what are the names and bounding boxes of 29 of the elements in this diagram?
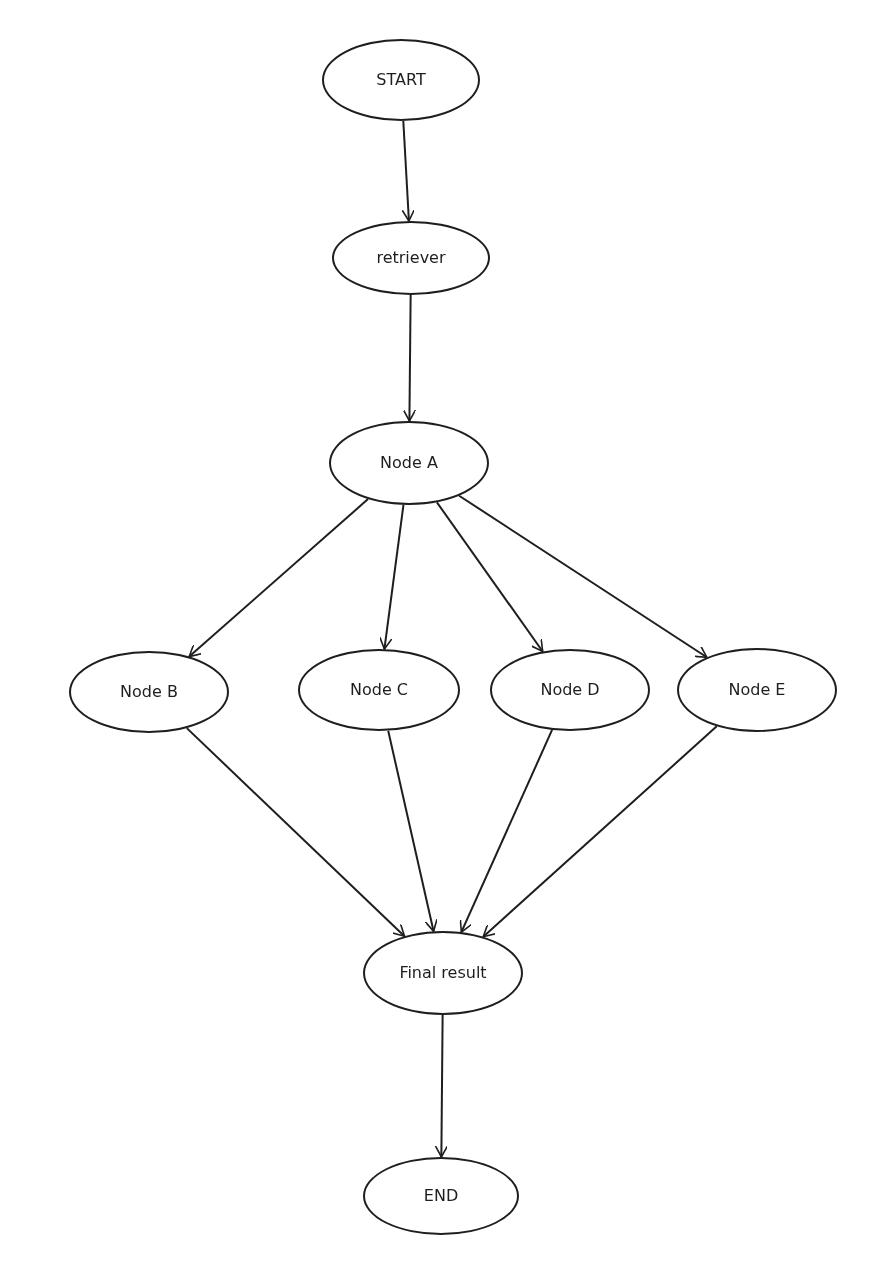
arrow — [458, 494, 708, 659]
process-ellipse — [677, 648, 837, 732]
node-label: Node C — [350, 679, 408, 701]
arrow — [434, 1014, 449, 1158]
node-label: Node B — [120, 681, 178, 703]
process-ellipse — [490, 649, 650, 731]
process-ellipse — [329, 421, 489, 505]
node-label: Node E — [728, 679, 786, 701]
node-label: END — [423, 1185, 459, 1207]
process-ellipse — [332, 221, 490, 295]
process-ellipse — [322, 39, 480, 121]
node-label: Node D — [540, 679, 600, 701]
arrow — [459, 728, 554, 934]
process-ellipse — [298, 649, 460, 731]
process-ellipse — [363, 931, 523, 1015]
process-ellipse — [363, 1157, 519, 1235]
arrow — [401, 120, 416, 222]
node-label: Node A — [380, 452, 438, 474]
node-label: START — [376, 69, 426, 91]
arrow — [379, 503, 405, 651]
arrow — [435, 501, 544, 653]
node-label: retriever — [376, 247, 446, 269]
process-ellipse — [69, 651, 229, 733]
node-label: Final result — [399, 962, 487, 984]
arrow — [387, 729, 438, 933]
arrow — [482, 725, 718, 938]
arrow — [402, 294, 417, 422]
arrow — [185, 727, 406, 938]
arrow — [188, 498, 370, 658]
